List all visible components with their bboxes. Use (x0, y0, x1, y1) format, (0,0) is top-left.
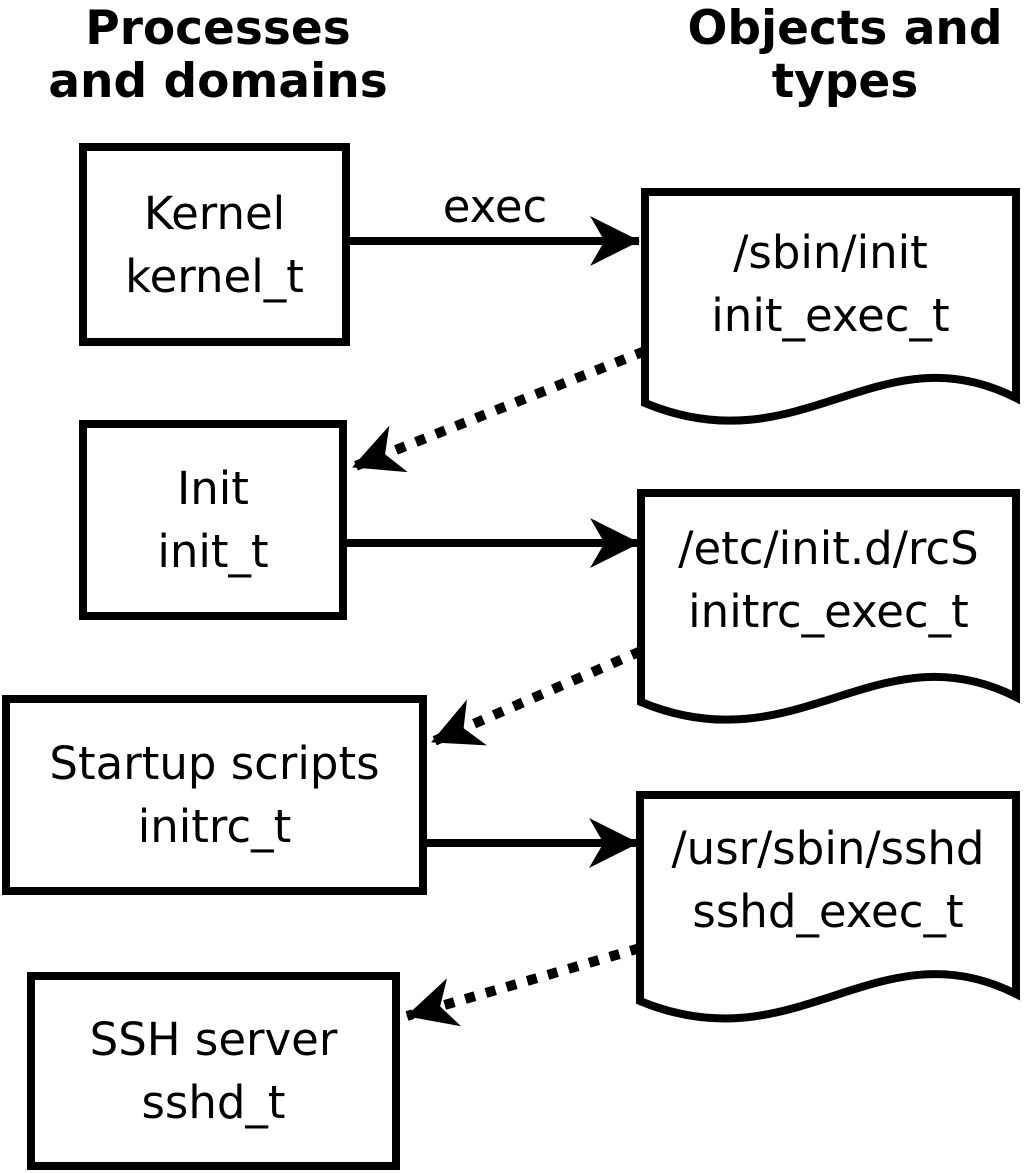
edge-label-exec: exec (442, 180, 548, 233)
process-name: SSH server (89, 1013, 338, 1066)
process-name: Kernel (143, 186, 286, 240)
document-shape-sbin-init (641, 188, 1020, 425)
process-domain-type: initrc_t (137, 800, 292, 853)
process-box-init: Init init_t (79, 420, 347, 620)
header-line: Objects and (687, 1, 1003, 56)
column-header-objects-and-types: Objects and types (655, 2, 1024, 108)
object-path: /usr/sbin/sshd (671, 822, 985, 875)
transition-arrow-sbin-init-to-init (351, 346, 647, 473)
process-domain-type: init_t (157, 525, 269, 578)
object-type: initrc_exec_t (688, 585, 969, 638)
process-box-kernel: Kernel kernel_t (79, 143, 350, 346)
object-label-etc-initd-rcs: /etc/init.d/rcS initrc_exec_t (641, 517, 1016, 643)
object-path: /sbin/init (733, 226, 928, 279)
process-box-startup-scripts: Startup scripts initrc_t (2, 695, 427, 895)
object-path: /etc/init.d/rcS (678, 522, 979, 575)
process-name: Startup scripts (49, 737, 380, 790)
object-type: sshd_exec_t (692, 885, 964, 938)
transition-arrow-usr-sbin-sshd-to-sshd (405, 943, 642, 1027)
document-shape-etc-initd-rcs (637, 489, 1020, 724)
process-name: Init (177, 462, 249, 515)
object-label-sbin-init: /sbin/init init_exec_t (645, 221, 1016, 347)
header-line: Processes (85, 1, 351, 56)
object-type: init_exec_t (711, 289, 950, 342)
column-header-processes-and-domains: Processes and domains (20, 2, 416, 108)
header-line: and domains (48, 54, 388, 109)
process-domain-type: sshd_t (141, 1076, 286, 1129)
process-domain-type: kernel_t (125, 249, 304, 303)
header-line: types (771, 54, 919, 109)
transition-arrow-etc-initd-rcs-to-initrc (430, 646, 643, 747)
document-shape-usr-sbin-sshd (636, 791, 1020, 1023)
process-box-ssh-server: SSH server sshd_t (27, 972, 400, 1170)
object-label-usr-sbin-sshd: /usr/sbin/sshd sshd_exec_t (640, 817, 1016, 943)
